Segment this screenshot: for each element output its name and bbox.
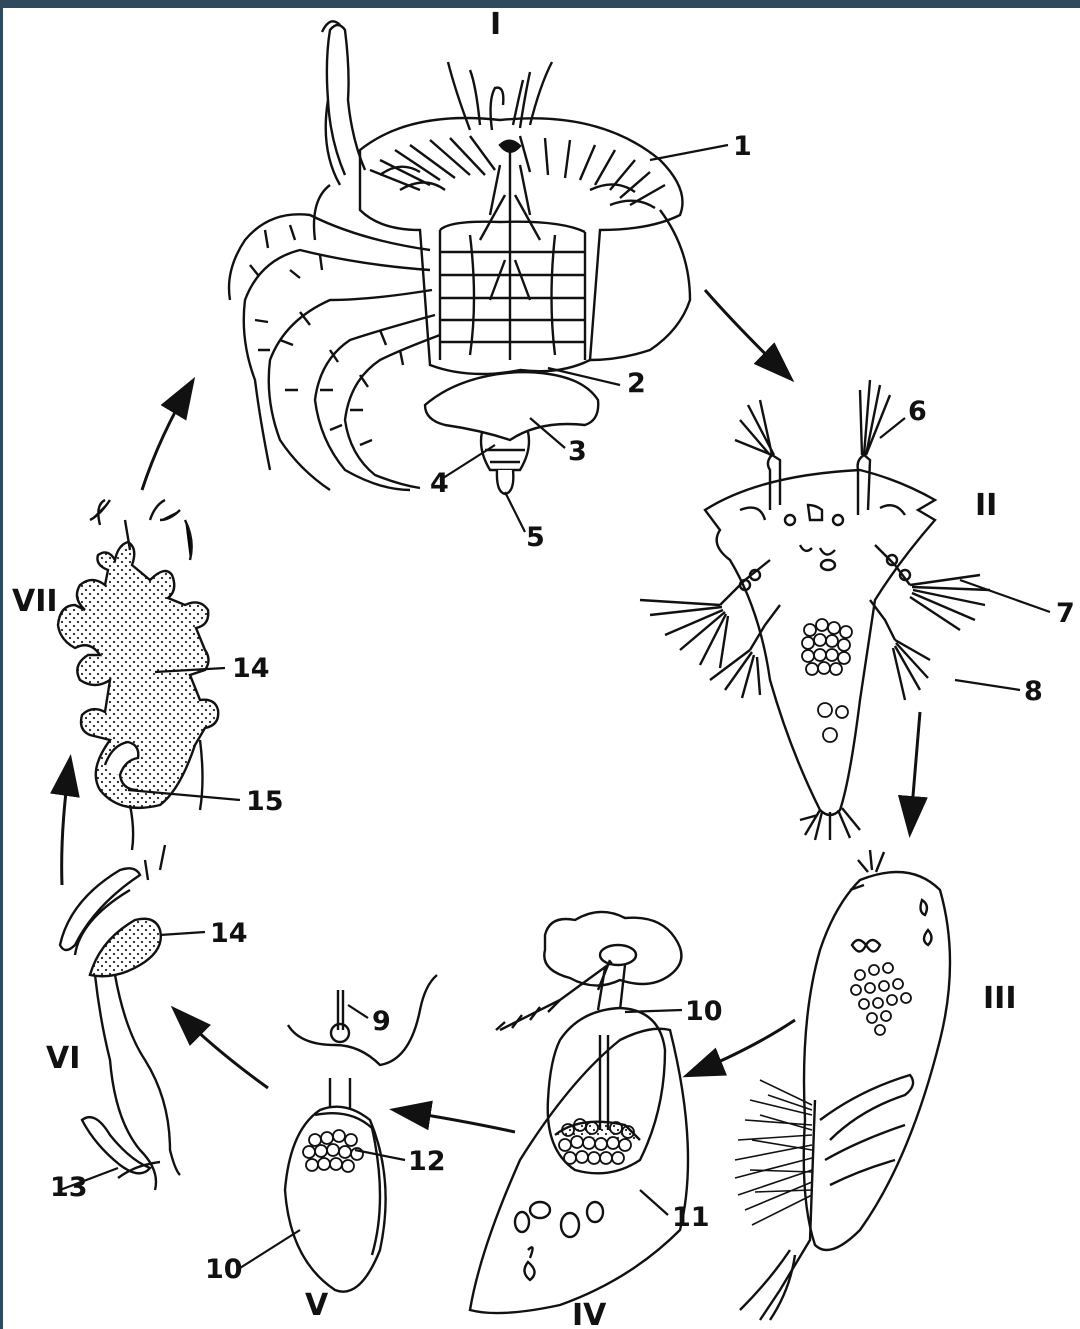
- callout-14-stage-vi: 14: [210, 918, 248, 949]
- callout-1: 1: [733, 131, 752, 162]
- callout-7: 7: [1056, 598, 1075, 629]
- callout-12: 12: [408, 1146, 446, 1177]
- stage-iv-attached-cypris: [470, 912, 688, 1313]
- label-stage-i: I: [490, 7, 501, 42]
- stage-iii-cypris-larva: [735, 850, 950, 1320]
- label-stage-v: V: [305, 1288, 329, 1323]
- callout-11: 11: [672, 1202, 710, 1233]
- stage-ii-nauplius-larva: [640, 380, 990, 840]
- callout-13: 13: [50, 1172, 88, 1203]
- label-stage-vii: VII: [12, 584, 58, 619]
- label-stage-iv: IV: [572, 1298, 607, 1329]
- callout-14-stage-vii: 14: [232, 653, 270, 684]
- label-stage-iii: III: [983, 981, 1017, 1016]
- callout-6: 6: [908, 396, 927, 427]
- arrow-iv-to-v: [395, 1110, 515, 1132]
- stage-i-adult-host-crab: [229, 21, 690, 494]
- label-stage-vi: VI: [46, 1041, 80, 1076]
- stage-vii-branched-interna: [58, 500, 218, 850]
- callout-10-stage-iv: 10: [685, 996, 723, 1027]
- arrow-vii-to-i: [142, 382, 192, 490]
- arrow-v-to-vi: [175, 1010, 268, 1088]
- callout-2: 2: [627, 368, 646, 399]
- callout-8: 8: [1024, 676, 1043, 707]
- arrow-i-to-ii: [705, 290, 790, 378]
- callout-4: 4: [430, 468, 449, 499]
- callout-15: 15: [246, 786, 284, 817]
- callout-9: 9: [372, 1006, 391, 1037]
- arrow-vi-to-vii: [62, 760, 70, 885]
- arrow-ii-to-iii: [910, 712, 920, 832]
- callout-5: 5: [526, 522, 545, 553]
- label-stage-ii: II: [975, 488, 997, 523]
- stage-v-penetrating-kentrogon: [285, 975, 437, 1292]
- arrow-iii-to-iv: [688, 1020, 795, 1075]
- callout-10-stage-v: 10: [205, 1254, 243, 1285]
- callout-3: 3: [568, 436, 587, 467]
- stage-vi-interna-in-host: [60, 845, 180, 1190]
